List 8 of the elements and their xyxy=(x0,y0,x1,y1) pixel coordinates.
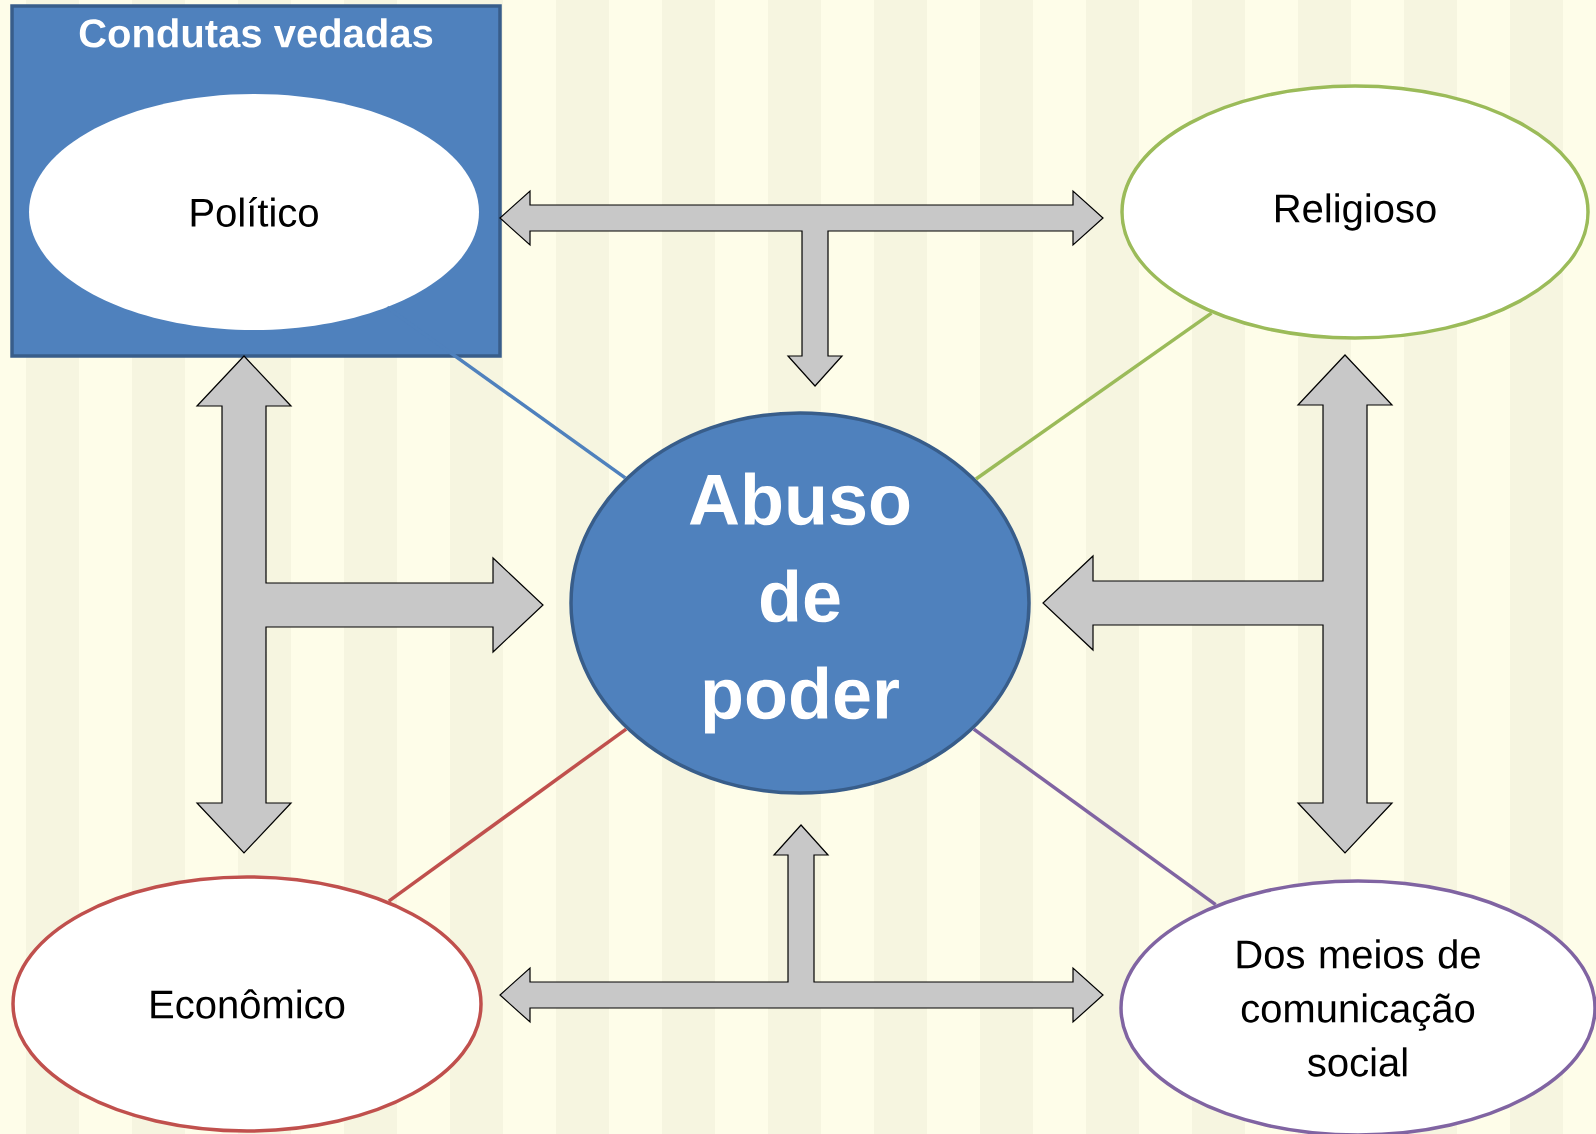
block-arrow xyxy=(1042,354,1394,854)
connector-line xyxy=(975,311,1213,481)
block-arrow xyxy=(499,189,1104,387)
block-arrow xyxy=(499,824,1104,1024)
connector-line xyxy=(387,727,628,903)
connector-line xyxy=(386,305,627,480)
connector-line xyxy=(972,727,1217,907)
block-arrow xyxy=(195,355,544,854)
